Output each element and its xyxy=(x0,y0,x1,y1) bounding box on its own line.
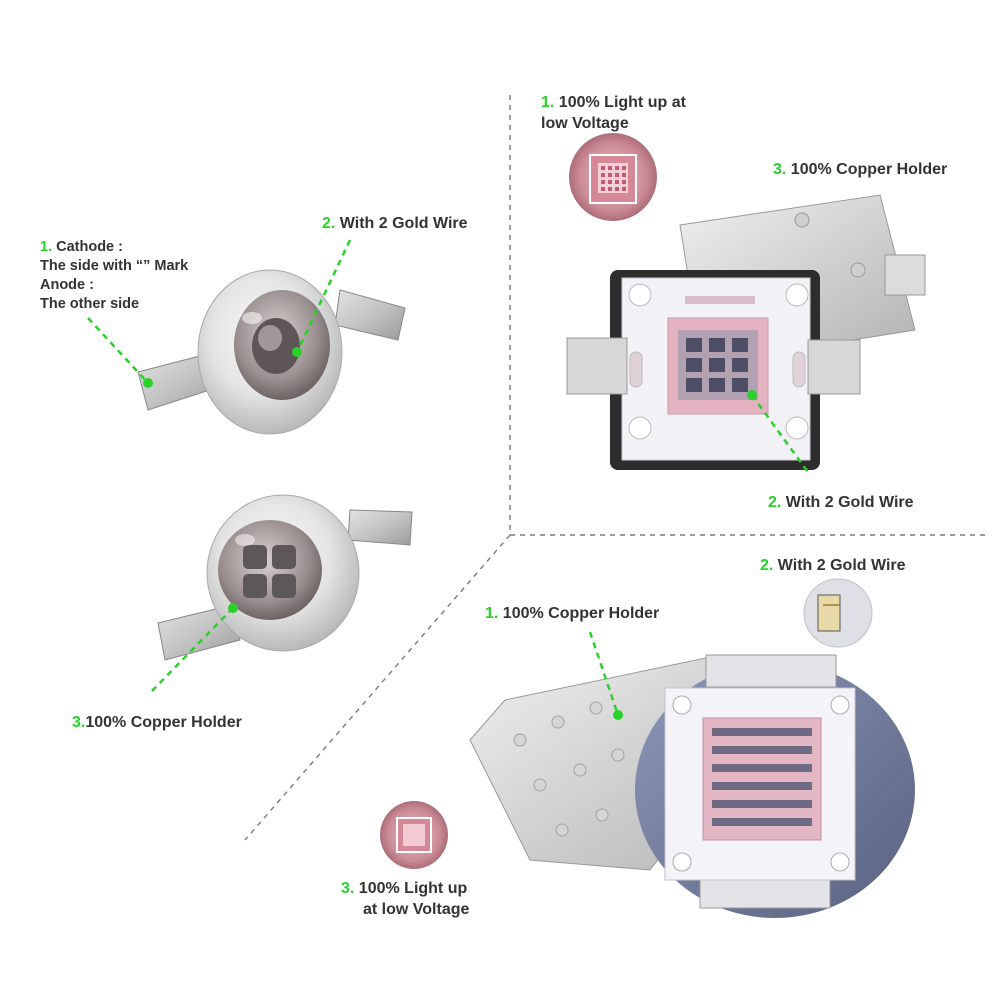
label-number: 1. xyxy=(485,605,499,622)
copper-holder-label-50w: 1. 100% Copper Holder xyxy=(485,603,659,624)
gold-wire-inset xyxy=(803,578,873,648)
divider-lines xyxy=(244,95,985,841)
light-up-label-50w: 3. 100% Light up at low Voltage xyxy=(341,878,469,920)
light-up-line1: 100% Light up at xyxy=(558,94,686,111)
gold-wire-text: With 2 Gold Wire xyxy=(777,557,906,574)
anode-detail: The other side xyxy=(40,296,140,312)
cathode-anode-label: 1. Cathode : The side with “” Mark Anode… xyxy=(40,238,188,314)
lit-led-inset xyxy=(569,133,657,221)
copper-holder-label-1w: 3.100% Copper Holder xyxy=(72,712,242,733)
light-up-label-10w: 1. 100% Light up at low Voltage xyxy=(541,92,686,134)
gold-wire-text: With 2 Gold Wire xyxy=(785,494,914,511)
lit-led-inset xyxy=(380,801,448,869)
leader-dots xyxy=(143,347,757,720)
copper-holder-text: 100% Copper Holder xyxy=(790,161,948,178)
led-50w-photo xyxy=(469,578,915,918)
gold-wire-label-10w: 2. With 2 Gold Wire xyxy=(768,492,914,513)
leader-lines xyxy=(87,239,812,716)
copper-holder-label-10w: 3. 100% Copper Holder xyxy=(773,159,947,180)
label-number: 3. xyxy=(773,161,787,178)
cathode-detail: The side with “” Mark xyxy=(40,258,189,274)
gold-wire-label-1w: 2. With 2 Gold Wire xyxy=(322,213,468,234)
led-1w-photo xyxy=(137,269,406,435)
led-1w-4chip-photo xyxy=(157,494,413,661)
gold-wire-text: With 2 Gold Wire xyxy=(339,215,468,232)
label-number: 2. xyxy=(760,557,774,574)
label-number: 2. xyxy=(768,494,782,511)
light-up-line1: 100% Light up xyxy=(358,880,468,897)
label-number: 3. xyxy=(341,880,355,897)
copper-holder-text: 100% Copper Holder xyxy=(502,605,660,622)
led-10w-photo xyxy=(566,194,926,470)
light-up-line2: low Voltage xyxy=(541,115,629,132)
gold-wire-label-50w: 2. With 2 Gold Wire xyxy=(760,555,906,576)
label-number: 1. xyxy=(541,94,555,111)
light-up-line2: at low Voltage xyxy=(363,901,470,918)
copper-holder-text: 100% Copper Holder xyxy=(85,714,242,731)
label-number: 1. xyxy=(40,239,53,255)
anode-title: Anode : xyxy=(40,277,94,293)
label-number: 3. xyxy=(72,714,86,731)
cathode-title: Cathode : xyxy=(56,239,123,255)
label-number: 2. xyxy=(322,215,336,232)
